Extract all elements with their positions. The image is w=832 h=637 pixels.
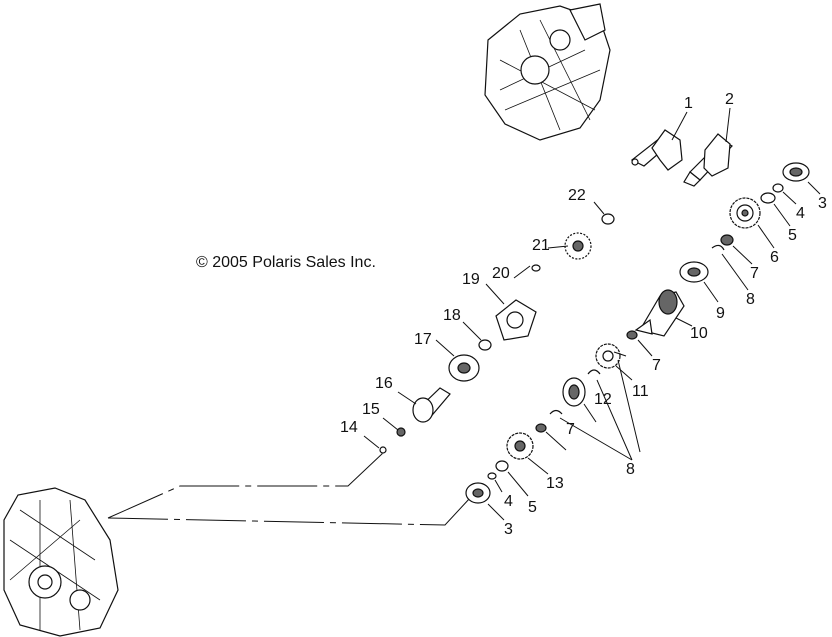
- gear-6: [729, 197, 761, 229]
- callout-7-upper: 7: [750, 265, 759, 282]
- upper-housing-cover: [484, 3, 611, 141]
- snap-ring-8-middle: [587, 369, 601, 375]
- callout-4-upper: 4: [796, 205, 805, 222]
- callout-15: 15: [362, 401, 380, 418]
- part-14: [379, 446, 387, 454]
- o-ring-18: [478, 339, 492, 351]
- callout-12: 12: [594, 391, 612, 408]
- bearing-plate-19: [495, 299, 537, 341]
- snap-ring-8-upper: [711, 244, 725, 251]
- bushing-7-lower: [535, 423, 547, 433]
- callout-3-lower: 3: [504, 521, 513, 538]
- sprocket-21: [564, 232, 592, 260]
- bushing-7-middle: [626, 330, 638, 340]
- callout-9: 9: [716, 305, 725, 322]
- callout-13: 13: [546, 475, 564, 492]
- callout-10: 10: [690, 325, 708, 342]
- callout-4-lower: 4: [504, 493, 513, 510]
- callout-1: 1: [684, 95, 693, 112]
- gear-9: [679, 261, 709, 283]
- part-15: [396, 427, 406, 437]
- callout-21: 21: [532, 237, 550, 254]
- callout-19: 19: [462, 271, 480, 288]
- copyright-text: © 2005 Polaris Sales Inc.: [196, 254, 376, 271]
- assembly-line-lower: [107, 497, 471, 526]
- callout-5-upper: 5: [788, 227, 797, 244]
- snap-ring-8-lower: [549, 409, 563, 415]
- washer-5-upper: [760, 192, 776, 204]
- callout-6: 6: [770, 249, 779, 266]
- bearing-3-lower: [465, 482, 491, 504]
- washer-4-lower: [487, 472, 497, 480]
- nut-22: [601, 213, 615, 225]
- callout-17: 17: [414, 331, 432, 348]
- callout-14: 14: [340, 419, 358, 436]
- callout-7-lower: 7: [566, 421, 575, 438]
- assembly-line-upper: [107, 451, 385, 519]
- callout-20: 20: [492, 265, 510, 282]
- callout-2: 2: [725, 91, 734, 108]
- callout-7-middle: 7: [652, 357, 661, 374]
- output-shaft-16: [412, 387, 451, 423]
- leader-lines: [363, 107, 821, 521]
- washer-5-lower: [495, 460, 509, 472]
- shift-fork-1: [630, 129, 683, 171]
- gear-13: [506, 432, 534, 460]
- shift-fork-2: [683, 133, 733, 187]
- bearing-17: [448, 354, 480, 382]
- washer-4-upper: [772, 183, 784, 193]
- callout-18: 18: [443, 307, 461, 324]
- bolt-20: [531, 264, 541, 272]
- gear-12: [562, 377, 586, 407]
- callout-8-lower: 8: [626, 461, 635, 478]
- bushing-7-upper: [720, 234, 734, 246]
- callout-11: 11: [632, 383, 649, 400]
- callout-5-lower: 5: [528, 499, 537, 516]
- callout-3-upper: 3: [818, 195, 827, 212]
- callout-16: 16: [375, 375, 393, 392]
- callout-22: 22: [568, 187, 586, 204]
- main-shaft-10: [634, 289, 685, 337]
- bearing-3-upper: [782, 162, 810, 182]
- gear-11: [595, 343, 621, 369]
- lower-housing: [3, 487, 119, 637]
- callout-8-upper: 8: [746, 291, 755, 308]
